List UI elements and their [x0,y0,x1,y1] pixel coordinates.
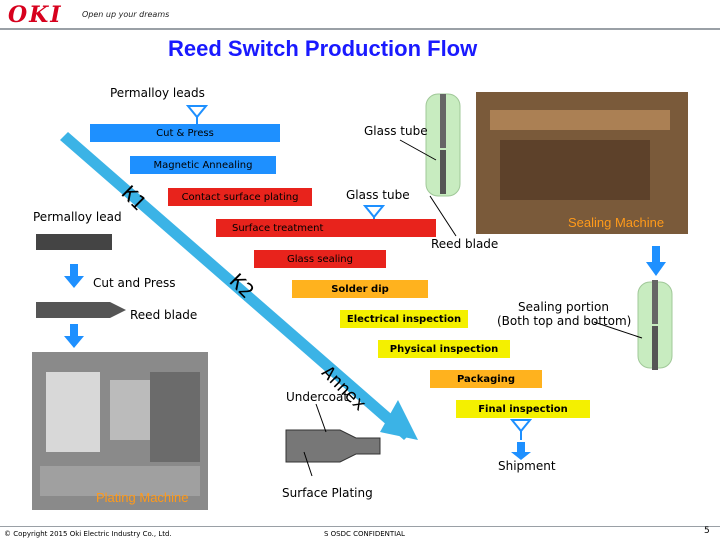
header-divider [0,28,720,30]
label-glass-tube-2: Glass tube [346,188,410,202]
step-contact-surface-plating: Contact surface plating [168,188,312,206]
down-arrow-icon [64,246,666,460]
footer-copyright: © Copyright 2015 Oki Electric Industry C… [4,530,172,538]
label-shipment: Shipment [498,459,556,473]
step-solder-dip: Solder dip [292,280,428,298]
page-title: Reed Switch Production Flow [168,36,478,61]
step-physical-inspection: Physical inspection [378,340,510,358]
step-cut-press: Cut & Press [90,124,280,142]
step-final-inspection: Final inspection [456,400,590,418]
main-flow-arrow [60,132,412,440]
reed-blade-shape [36,302,126,318]
step-electrical-inspection: Electrical inspection [340,310,468,328]
label-surface-plating: Surface Plating [282,486,373,500]
glass-tube-icon [425,93,673,370]
label-permalloy-leads: Permalloy leads [110,86,205,100]
tagline: Open up your dreams [82,10,170,19]
permalloy-lead-bar [36,234,112,250]
label-sealing-portion-1: Sealing portion [518,300,609,314]
oki-logo: OKI [8,2,63,28]
label-sealing-machine: Sealing Machine [568,215,665,230]
label-reed-blade-2: Reed blade [130,308,198,322]
label-permalloy-lead: Permalloy lead [33,210,122,224]
main-flow-arrowhead [380,400,418,440]
label-sealing-portion-2: (Both top and bottom) [497,314,632,328]
step-magnetic-annealing: Magnetic Annealing [130,156,276,174]
step-packaging: Packaging [430,370,542,388]
step-glass-sealing: Glass sealing [254,250,386,268]
label-undercoat: Undercoat [286,390,349,404]
label-glass-tube-1: Glass tube [364,124,428,138]
footer-confidential: S OSDC CONFIDENTIAL [324,530,405,538]
step-surface-treatment: Surface treatment [216,219,436,237]
footer-divider [0,526,720,527]
label-plating-machine: Plating Machine [96,490,189,505]
page-number: 5 [704,526,710,536]
label-reed-blade-1: Reed blade [431,237,499,251]
surface-plating-blade [285,429,381,463]
label-cut-and-press: Cut and Press [93,276,176,290]
